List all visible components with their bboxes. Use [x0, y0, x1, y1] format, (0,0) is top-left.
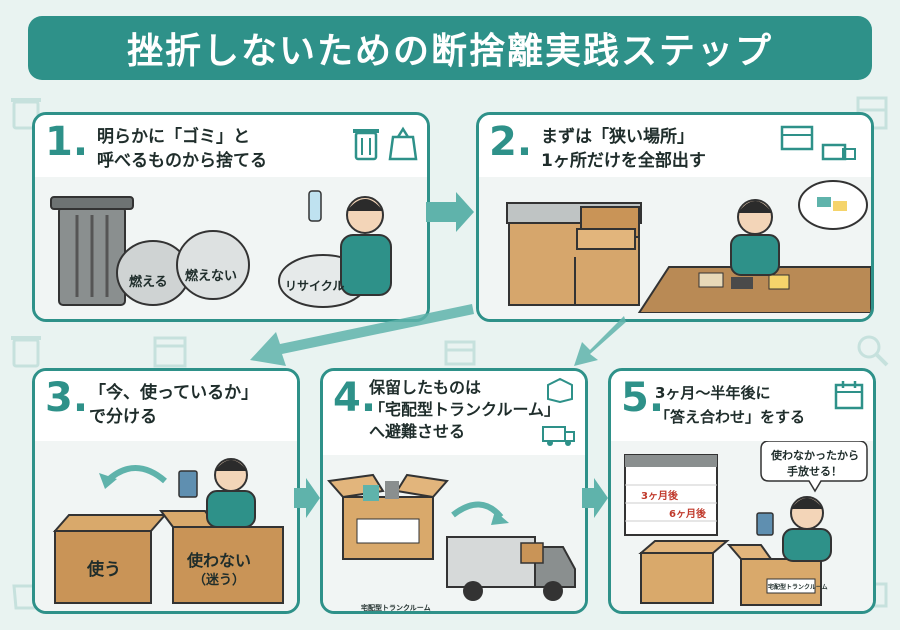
- heading-line: 「答え合わせ」をする: [655, 408, 806, 426]
- step-2-illustration: [506, 180, 871, 314]
- non-burnable-label: 燃えない: [185, 269, 238, 284]
- trash-icon: [11, 336, 41, 368]
- step-5-illustration: [624, 440, 868, 606]
- step-3-illustration: [52, 458, 284, 604]
- heading-line: へ避難させる: [369, 422, 466, 441]
- step-1-illustration: [50, 190, 392, 308]
- heading-line: 呼べるものから捨てる: [97, 151, 267, 171]
- step-number: 3.: [45, 375, 89, 421]
- heading-line: 「宅配型トランクルーム」: [369, 400, 561, 419]
- step-5-card: 5. 3ヶ月〜半年後に 「答え合わせ」をする: [608, 368, 876, 614]
- garbage-bag-icon: [388, 126, 418, 161]
- step-heading: 3ヶ月〜半年後に 「答え合わせ」をする: [655, 381, 805, 429]
- step-4-card: 4. 保留したものは 「宅配型トランクルーム」 へ避難させる: [320, 368, 588, 614]
- box-icon: [547, 377, 573, 403]
- step-4-header: 4. 保留したものは 「宅配型トランクルーム」 へ避難させる: [323, 371, 585, 457]
- calendar-icon: [834, 381, 864, 410]
- step-1-header: 1. 明らかに「ゴミ」と 呼べるものから捨てる: [35, 115, 427, 179]
- unsure-box-label: （迷う）: [193, 573, 246, 588]
- step-4-scene: 宅配型トランクルーム: [323, 455, 585, 611]
- trunk-room-box-label: 宅配型トランクルーム: [768, 584, 828, 591]
- page-title: 挫折しないための断捨離実践ステップ: [28, 16, 872, 80]
- heading-line: 保留したものは: [369, 378, 482, 397]
- heading-line: で分ける: [89, 407, 157, 427]
- use-box-label: 使う: [87, 560, 121, 580]
- step-2-header: 2. まずは「狭い場所」 1ヶ所だけを全部出す: [479, 115, 871, 179]
- unused-box-label: 使わない: [187, 551, 252, 570]
- step-1-scene: 燃える 燃えない リサイクル: [35, 177, 427, 319]
- arrow-right: [294, 478, 320, 518]
- step-number: 4.: [333, 375, 377, 421]
- step-2-card: 2. まずは「狭い場所」 1ヶ所だけを全部出す: [476, 112, 874, 322]
- drawer-icon: [780, 125, 814, 151]
- heading-line: まずは「狭い場所」: [541, 127, 694, 147]
- step-number: 5.: [621, 375, 665, 421]
- trunk-room-box-label: 宅配型トランクルーム: [361, 604, 431, 612]
- recycle-label: リサイクル: [285, 279, 345, 293]
- items-icon: [821, 143, 856, 161]
- arrow-down-left: [250, 304, 474, 366]
- burnable-label: 燃える: [129, 275, 168, 290]
- six-months-label: 6ヶ月後: [669, 509, 706, 520]
- step-number: 2.: [489, 119, 533, 165]
- truck-icon: [542, 426, 575, 446]
- step-5-header: 5. 3ヶ月〜半年後に 「答え合わせ」をする: [611, 371, 873, 443]
- step-3-scene: 使う 使わない （迷う）: [35, 441, 297, 611]
- step-heading: 明らかに「ゴミ」と 呼べるものから捨てる: [97, 125, 267, 173]
- heading-line: 明らかに「ゴミ」と: [97, 127, 250, 147]
- step-number: 1.: [45, 119, 89, 165]
- bubble-line-1: 使わなかったから: [771, 449, 859, 462]
- step-heading: まずは「狭い場所」 1ヶ所だけを全部出す: [541, 125, 706, 173]
- arrow-right: [426, 192, 474, 232]
- bubble-line-2: 手放せる！: [787, 465, 842, 478]
- step-heading: 「今、使っているか」 で分ける: [89, 381, 258, 429]
- arrow-down-left: [574, 316, 626, 366]
- calendar-icon: [153, 336, 187, 368]
- heading-line: 「今、使っているか」: [89, 383, 259, 403]
- step-1-card: 1. 明らかに「ゴミ」と 呼べるものから捨てる 燃える 燃えない: [32, 112, 430, 322]
- step-3-header: 3. 「今、使っているか」 で分ける: [35, 371, 297, 443]
- trash-can-icon: [353, 129, 379, 161]
- heading-line: 3ヶ月〜半年後に: [655, 384, 771, 402]
- heading-line: 1ヶ所だけを全部出す: [541, 151, 706, 171]
- step-3-card: 3. 「今、使っているか」 で分ける 使う 使わない （迷う）: [32, 368, 300, 614]
- box-icon: [444, 340, 476, 366]
- magnifier-icon: [857, 335, 889, 367]
- arrow-right: [582, 478, 608, 518]
- step-5-scene: 3ヶ月後 6ヶ月後 使わなかったから 手放せる！ 宅配型トランクルーム: [611, 440, 873, 611]
- three-months-label: 3ヶ月後: [641, 491, 678, 502]
- step-heading: 保留したものは 「宅配型トランクルーム」 へ避難させる: [369, 377, 560, 443]
- step-4-illustration: [327, 473, 576, 601]
- step-2-scene: [479, 177, 871, 319]
